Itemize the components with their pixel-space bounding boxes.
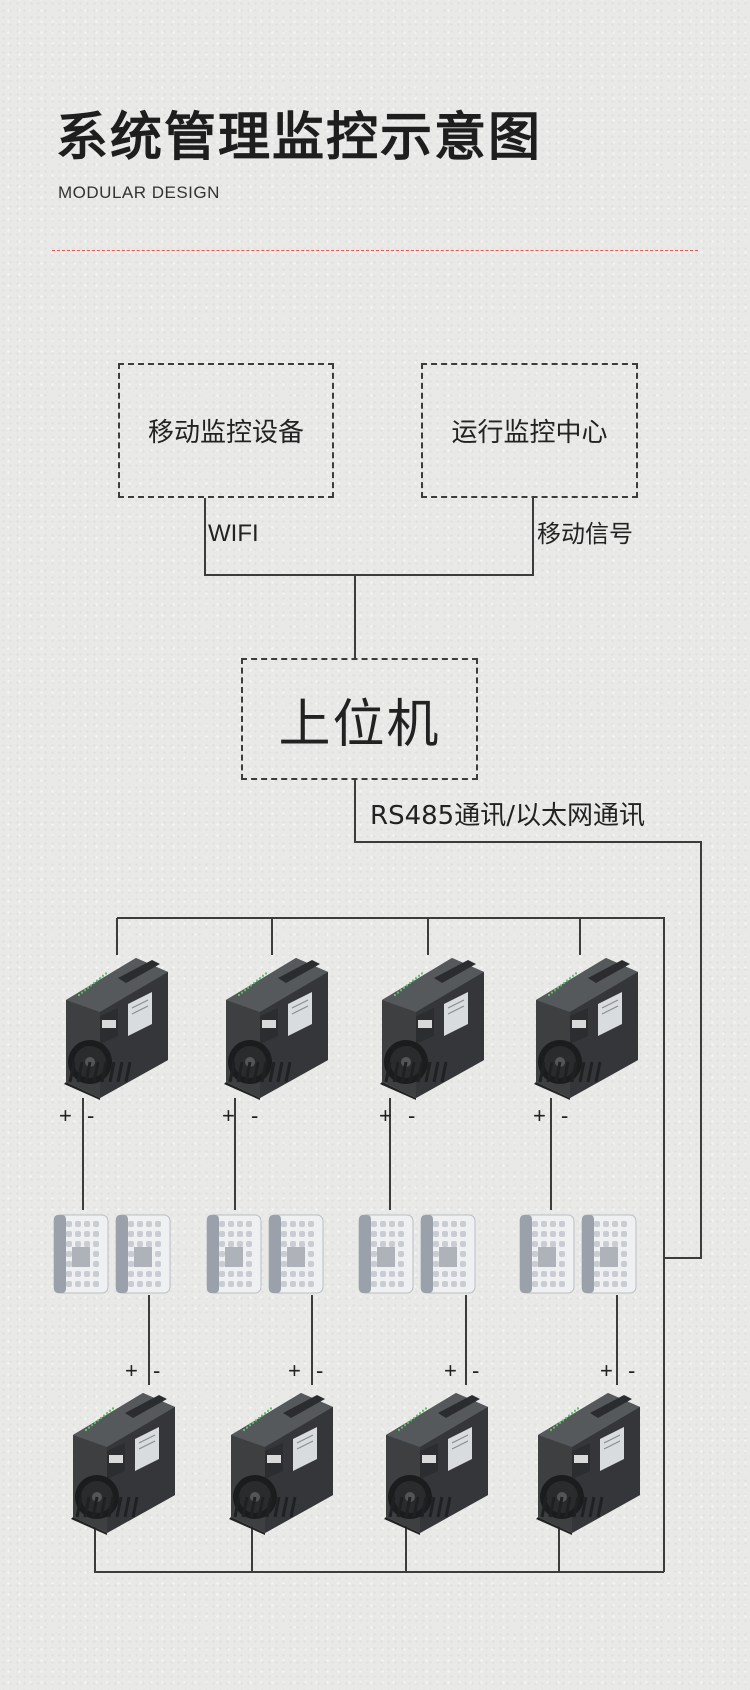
minus-terminal: -	[408, 1103, 416, 1128]
power-controller-bottom-3	[376, 1353, 496, 1539]
plus-terminal: +	[288, 1358, 301, 1383]
host-computer-box: 上位机	[241, 658, 478, 780]
bottom-bus-line	[94, 1520, 664, 1573]
plus-terminal: +	[379, 1103, 392, 1128]
fuse-module-8	[580, 1213, 638, 1299]
mobile-signal-link-line	[355, 498, 534, 576]
mobile-monitor-device-box: 移动监控设备	[118, 363, 334, 498]
fuse-module-6	[419, 1213, 477, 1299]
top-bus-line	[117, 917, 665, 1572]
bus-protocol-label: RS485通讯/以太网通讯	[370, 801, 645, 831]
page-title: 系统管理监控示意图	[56, 108, 543, 168]
title-divider	[52, 250, 698, 251]
operation-center-box: 运行监控中心	[421, 363, 638, 498]
mobile-signal-label: 移动信号	[537, 520, 633, 548]
power-controller-bottom-4	[528, 1353, 648, 1539]
power-controller-top-3	[372, 918, 492, 1104]
power-controller-bottom-1	[63, 1353, 183, 1539]
mobile-monitor-label: 移动监控设备	[147, 418, 304, 448]
fuse-module-2	[114, 1213, 172, 1299]
host-computer-label: 上位机	[278, 694, 441, 755]
page-subtitle: MODULAR DESIGN	[58, 183, 220, 202]
power-controller-top-2	[216, 918, 336, 1104]
bus-down-line	[354, 780, 702, 1259]
wifi-label: WIFI	[208, 520, 259, 547]
plus-terminal: +	[600, 1358, 613, 1383]
operation-center-label: 运行监控中心	[451, 418, 608, 448]
plus-terminal: +	[444, 1358, 457, 1383]
power-controller-bottom-2	[221, 1353, 341, 1539]
power-controller-top-4	[526, 918, 646, 1104]
plus-terminal: +	[222, 1103, 235, 1128]
minus-terminal: -	[561, 1103, 569, 1128]
fuse-module-4	[267, 1213, 325, 1299]
fuse-module-7	[518, 1213, 576, 1299]
fuse-module-3	[205, 1213, 263, 1299]
minus-terminal: -	[316, 1358, 324, 1383]
fuse-module-5	[357, 1213, 415, 1299]
minus-terminal: -	[628, 1358, 636, 1383]
wifi-link-line	[204, 498, 355, 576]
plus-terminal: +	[533, 1103, 546, 1128]
minus-terminal: -	[472, 1358, 480, 1383]
fuse-module-1	[52, 1213, 110, 1299]
minus-terminal: -	[251, 1103, 259, 1128]
minus-terminal: -	[153, 1358, 161, 1383]
plus-terminal: +	[59, 1103, 72, 1128]
minus-terminal: -	[87, 1103, 95, 1128]
power-controller-top-1	[56, 918, 176, 1104]
plus-terminal: +	[125, 1358, 138, 1383]
